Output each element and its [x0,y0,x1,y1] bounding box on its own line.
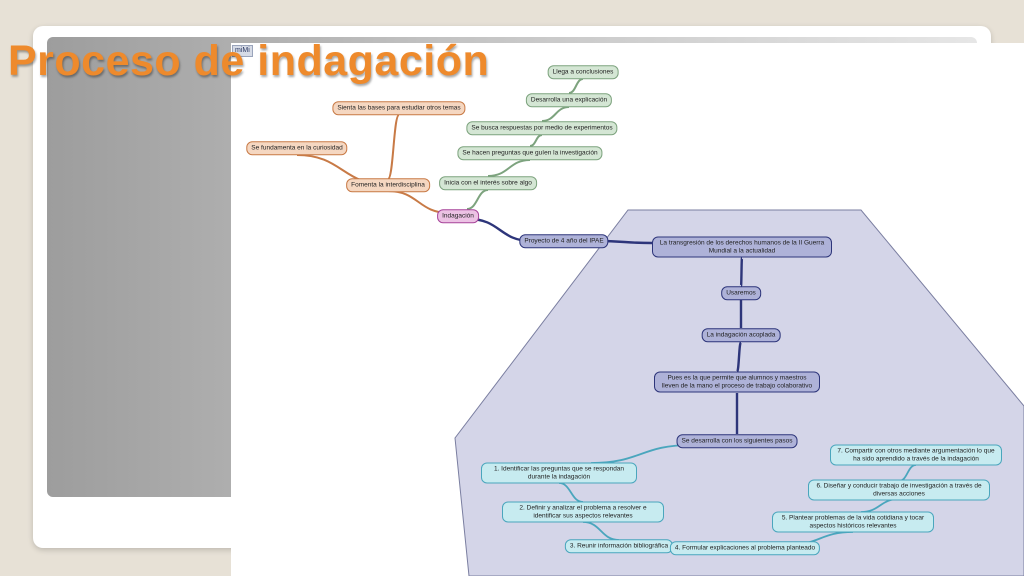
connector-14 [590,444,692,464]
connector-15 [558,482,584,503]
connector-2 [529,134,543,147]
mimind-badge: miMi [232,45,253,57]
slide-title: Proceso de indagación [8,37,490,85]
connector-3 [541,106,570,122]
node-hacen-preguntas[interactable]: Se hacen preguntas que guíen la investig… [457,146,603,160]
connector-12 [735,340,743,374]
connector-4 [568,78,584,94]
node-inicia-interes[interactable]: Inicia con el interés sobre algo [439,176,537,190]
connector-0 [466,189,489,210]
connector-6 [387,114,400,180]
connector-16 [582,521,620,541]
node-transgresion-ddhh[interactable]: La transgresión de los derechos humanos … [652,236,832,258]
node-sienta-bases[interactable]: Sienta las bases para estudiar otros tem… [332,101,466,115]
connector-10 [739,256,744,288]
node-busca-respuestas[interactable]: Se busca respuestas por medio de experim… [466,121,618,135]
connector-1 [487,159,531,177]
mindmap-canvas: Llega a conclusiones Desarrolla una expl… [231,43,1024,576]
node-curiosidad[interactable]: Se fundamenta en la curiosidad [246,141,348,155]
node-usaremos[interactable]: Usaremos [721,286,761,300]
node-interdisciplina[interactable]: Fomenta la interdisciplina [346,178,430,192]
node-step-3[interactable]: 3. Reunir información bibliográfica [564,539,674,553]
node-siguientes-pasos[interactable]: Se desarrolla con los siguientes pasos [676,434,798,448]
node-proyecto-ipae[interactable]: Proyecto de 4 año del IPAE [519,234,609,248]
node-desarrolla-explicacion[interactable]: Desarrolla una explicación [525,93,613,107]
node-step-4[interactable]: 4. Formular explicaciones al problema pl… [669,541,821,555]
node-llega-conclusiones[interactable]: Llega a conclusiones [547,65,619,79]
node-step-7[interactable]: 7. Compartir con otros mediante argument… [830,444,1002,466]
node-indagacion-center[interactable]: Indagación [437,209,479,223]
node-indagacion-acoplada[interactable]: La indagación acoplada [701,328,781,342]
node-step-1[interactable]: 1. Identificar las preguntas que se resp… [481,462,637,484]
node-pues-permite[interactable]: Pues es la que permite que alumnos y mae… [654,371,820,393]
connector-19 [860,498,900,513]
node-step-5[interactable]: 5. Plantear problemas de la vida cotidia… [772,511,934,533]
node-step-2[interactable]: 2. Definir y analizar el problema a reso… [502,501,664,523]
node-step-6[interactable]: 6. Diseñar y conducir trabajo de investi… [808,479,990,501]
